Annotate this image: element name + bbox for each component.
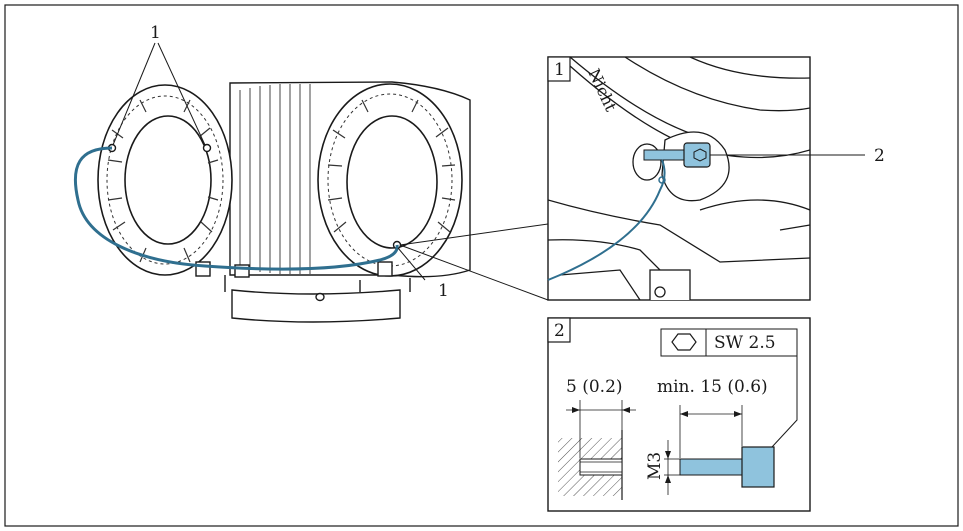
thread-depth-label: 5 (0.2) (566, 377, 623, 397)
cooling-fins (239, 84, 311, 274)
detail-box-1-number: 1 (554, 60, 565, 80)
hex-socket-icon (671, 333, 697, 351)
callout-1-leader-right (157, 42, 206, 146)
figure-frame (4, 4, 959, 527)
grounding-screw-side (679, 446, 775, 488)
mounting-bracket (231, 289, 401, 323)
detail-box-2-number: 2 (554, 321, 565, 341)
right-window (346, 115, 438, 249)
detail-box-1: Nicht 1 (547, 56, 811, 301)
callout-1-bottom: 1 (438, 281, 449, 301)
wrench-size-label: SW 2.5 (714, 333, 776, 353)
left-cover-screw-2 (202, 143, 212, 153)
callout-1-top: 1 (150, 23, 161, 43)
left-window (124, 115, 212, 245)
zoom-line-top (399, 223, 549, 246)
grounding-cable (73, 146, 399, 271)
zoom-line-bottom (399, 244, 549, 301)
grounding-cable-detail (547, 159, 666, 281)
thread-size-label: M3 (645, 452, 665, 480)
grounding-screw-detail (643, 142, 711, 168)
transmitter-housing (97, 81, 471, 323)
screw-length-label: min. 15 (0.6) (657, 377, 768, 397)
callout-1-leader-bottom (397, 247, 426, 281)
callout-1-leader-left (112, 42, 156, 146)
detail-box-2: 2 SW 2.5 5 (0.2) min. 15 (0.6) (547, 317, 811, 512)
callout-2: 2 (874, 146, 885, 166)
